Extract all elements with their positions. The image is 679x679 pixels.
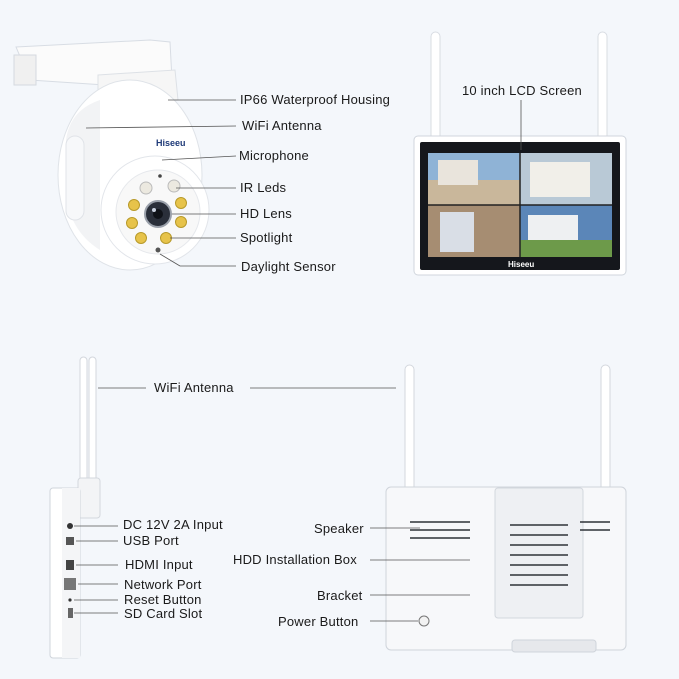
- label-power-button: Power Button: [278, 614, 359, 629]
- back-leader-lines: [370, 527, 470, 622]
- label-reset-button: Reset Button: [124, 592, 202, 607]
- label-sd-card-slot: SD Card Slot: [124, 606, 203, 621]
- label-housing: IP66 Waterproof Housing: [240, 92, 391, 107]
- monitor-front: [413, 31, 627, 276]
- label-wifi-antenna: WiFi Antenna: [242, 118, 322, 133]
- label-dc-input: DC 12V 2A Input: [123, 517, 223, 532]
- label-side-wifi-antenna: WiFi Antenna: [154, 380, 234, 395]
- camera-logo: Hiseeu: [156, 138, 186, 148]
- camera-leader-lines: [85, 99, 237, 267]
- monitor-logo: Hiseeu: [508, 260, 534, 269]
- camera: [13, 39, 210, 271]
- side-leader-lines: [74, 387, 396, 614]
- label-daylight-sensor: Daylight Sensor: [241, 259, 336, 274]
- label-network-port: Network Port: [124, 577, 202, 592]
- label-hdd-box: HDD Installation Box: [233, 552, 357, 567]
- label-spotlight: Spotlight: [240, 230, 293, 245]
- label-bracket: Bracket: [317, 588, 363, 603]
- label-lcd-screen: 10 inch LCD Screen: [462, 83, 582, 98]
- label-hd-lens: HD Lens: [240, 206, 292, 221]
- monitor-back: [385, 364, 627, 653]
- label-ir-leds: IR Leds: [240, 180, 287, 195]
- label-usb-port: USB Port: [123, 533, 179, 548]
- monitor-side: [49, 356, 101, 659]
- label-microphone: Microphone: [239, 148, 309, 163]
- label-hdmi-input: HDMI Input: [125, 557, 193, 572]
- label-speaker: Speaker: [314, 521, 364, 536]
- power-icon: [418, 615, 430, 627]
